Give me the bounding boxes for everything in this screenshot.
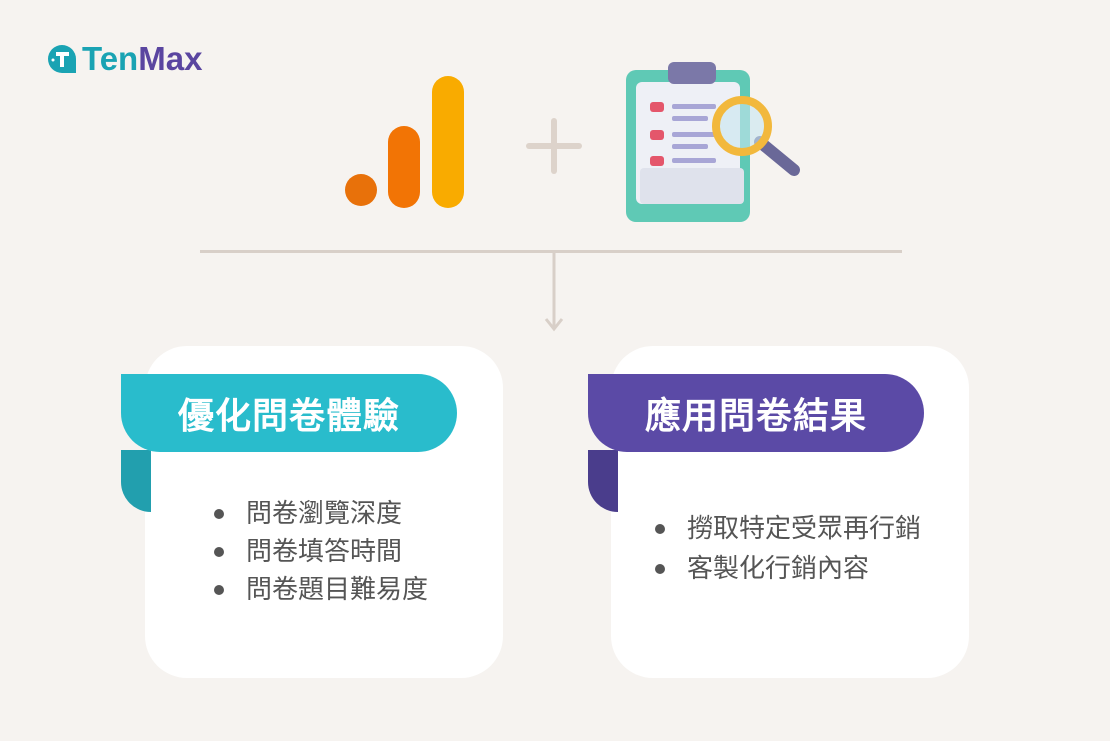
list-item: 問卷題目難易度 bbox=[214, 571, 428, 609]
list-item-text: 問卷題目難易度 bbox=[246, 575, 429, 605]
bullet-icon bbox=[214, 585, 224, 595]
logo-mark-icon bbox=[48, 45, 76, 73]
list-item-text: 撈取特定受眾再行銷 bbox=[687, 514, 922, 544]
arrow-down-icon bbox=[544, 253, 564, 332]
ribbon-fold bbox=[588, 450, 618, 512]
bullet-icon bbox=[655, 564, 665, 574]
list-item: 問卷填答時間 bbox=[214, 533, 428, 571]
list-item-text: 客製化行銷內容 bbox=[687, 554, 870, 584]
list-item: 撈取特定受眾再行銷 bbox=[655, 509, 921, 549]
bullet-icon bbox=[655, 524, 665, 534]
google-analytics-icon bbox=[345, 76, 464, 208]
list-item: 問卷瀏覽深度 bbox=[214, 495, 428, 533]
bullet-list: 撈取特定受眾再行銷 客製化行銷內容 bbox=[655, 509, 921, 589]
plus-icon bbox=[526, 118, 582, 174]
logo-text-ten: Ten bbox=[82, 40, 139, 77]
divider-line bbox=[200, 250, 902, 253]
card-title: 優化問卷體驗 bbox=[121, 374, 457, 452]
survey-clipboard-magnifier-icon bbox=[626, 62, 800, 222]
bullet-icon bbox=[214, 547, 224, 557]
logo-text-max: Max bbox=[138, 40, 203, 77]
list-item-text: 問卷填答時間 bbox=[246, 537, 403, 567]
card-title: 應用問卷結果 bbox=[588, 374, 924, 452]
bullet-list: 問卷瀏覽深度 問卷填答時間 問卷題目難易度 bbox=[214, 495, 428, 609]
list-item-text: 問卷瀏覽深度 bbox=[246, 499, 403, 529]
ribbon-fold bbox=[121, 450, 151, 512]
list-item: 客製化行銷內容 bbox=[655, 549, 921, 589]
bullet-icon bbox=[214, 509, 224, 519]
